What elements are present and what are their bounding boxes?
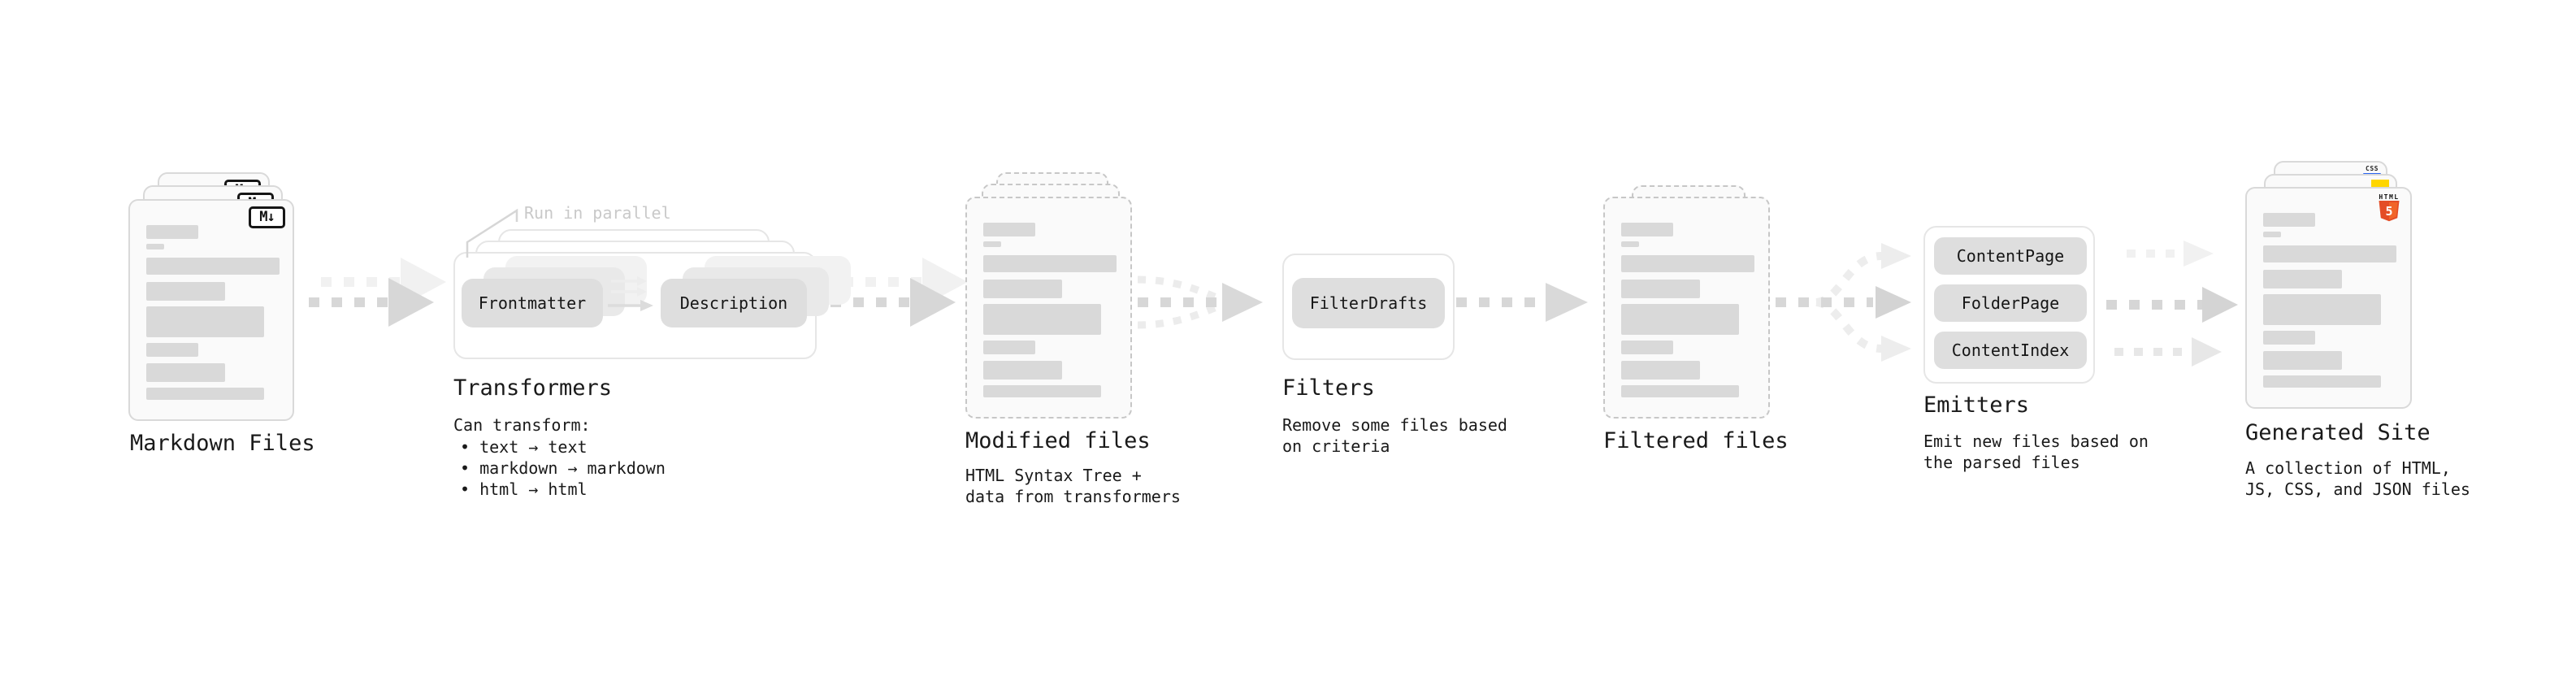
transformers-bullet: • html → html bbox=[460, 479, 588, 499]
text-line-placeholders bbox=[967, 198, 1130, 417]
stage-label-transformers: Transformers bbox=[453, 375, 613, 401]
stage-label-emitters: Emitters bbox=[1923, 393, 2030, 418]
filtered-file-card-front bbox=[1603, 197, 1770, 419]
arrow-transformers-to-modified bbox=[830, 258, 968, 327]
stage-label-filtered-files: Filtered files bbox=[1603, 428, 1789, 453]
markdown-icon: M↓ bbox=[249, 206, 285, 228]
emitters-caption: Emit new files based on the parsed files bbox=[1923, 432, 2149, 472]
arrow-filtered-to-emitters bbox=[1776, 243, 1911, 362]
text-line-placeholders bbox=[1605, 198, 1768, 417]
html5-icon: HTML 5 bbox=[2378, 193, 2400, 222]
modified-file-card-front bbox=[965, 197, 1132, 419]
generated-file-card-front: HTML 5 bbox=[2245, 187, 2412, 409]
html5-shield: 5 bbox=[2379, 201, 2400, 222]
stage-label-filters: Filters bbox=[1282, 375, 1375, 401]
svg-text:5: 5 bbox=[2385, 204, 2392, 219]
arrow-emitters-to-generated bbox=[2106, 241, 2238, 367]
transformers-caption-intro: Can transform: bbox=[453, 415, 591, 435]
parallel-flow-arrows-icon bbox=[608, 276, 653, 311]
stage-label-markdown-files: Markdown Files bbox=[130, 431, 315, 456]
js-badge bbox=[2371, 180, 2389, 189]
arrow-markdown-to-transformers bbox=[309, 258, 446, 327]
transformers-bullet: • markdown → markdown bbox=[460, 458, 666, 478]
emitter-box-contentindex: ContentIndex bbox=[1934, 332, 2087, 369]
stage-label-modified-files: Modified files bbox=[965, 428, 1151, 453]
modified-files-caption: HTML Syntax Tree + data from transformer… bbox=[965, 466, 1181, 506]
text-line-placeholders bbox=[130, 201, 293, 419]
arrow-filters-to-filtered bbox=[1456, 283, 1588, 322]
stage-label-generated-site: Generated Site bbox=[2245, 420, 2431, 445]
generated-site-caption: A collection of HTML, JS, CSS, and JSON … bbox=[2245, 458, 2470, 499]
arrow-modified-to-filters bbox=[1137, 275, 1263, 329]
markdown-file-card-front: M↓ bbox=[128, 199, 294, 421]
filters-caption: Remove some files based on criteria bbox=[1282, 415, 1507, 456]
emitter-box-folderpage: FolderPage bbox=[1934, 284, 2087, 322]
transformers-bullet: • text → text bbox=[460, 437, 588, 457]
emitter-box-contentpage: ContentPage bbox=[1934, 237, 2087, 275]
run-in-parallel-note: Run in parallel bbox=[524, 203, 671, 223]
transformer-box-frontmatter: Frontmatter bbox=[462, 279, 603, 327]
transformer-box-description: Description bbox=[661, 279, 807, 327]
text-line-placeholders bbox=[2247, 189, 2410, 407]
callout-line bbox=[466, 208, 518, 258]
filter-box-filterdrafts: FilterDrafts bbox=[1292, 278, 1445, 328]
